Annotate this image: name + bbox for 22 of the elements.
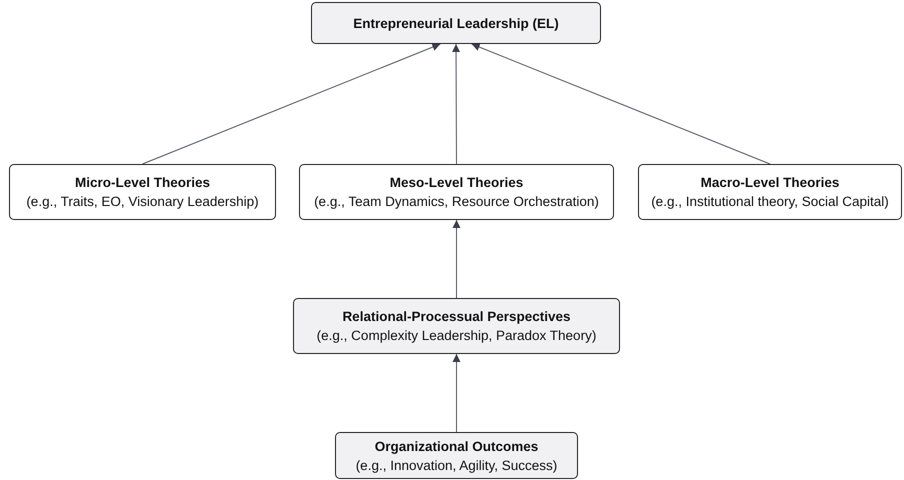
arrow <box>452 220 460 298</box>
box-examples: (e.g., Complexity Leadership, Paradox Theory) <box>316 327 596 345</box>
theory-box <box>299 164 614 220</box>
theory-box <box>311 2 601 44</box>
box-heading: Meso-Level Theories <box>390 174 524 192</box>
box-heading: Relational-Processual Perspectives <box>342 308 571 326</box>
box-examples: (e.g., Team Dynamics, Resource Orchestration) <box>314 193 599 211</box>
theory-box <box>638 164 902 220</box>
box-heading: Macro-Level Theories <box>700 174 840 192</box>
arrow <box>452 44 460 164</box>
arrow <box>142 43 441 164</box>
box-heading: Micro-Level Theories <box>74 174 210 192</box>
arrow <box>471 43 770 164</box>
box-heading: Entrepreneurial Leadership (EL) <box>353 14 559 32</box>
box-examples: (e.g., Institutional theory, Social Capital) <box>651 193 889 211</box>
theory-box <box>293 298 620 354</box>
arrow <box>452 354 460 432</box>
theory-box <box>335 432 578 479</box>
box-examples: (e.g., Traits, EO, Visionary Leadership) <box>26 193 259 211</box>
box-examples: (e.g., Innovation, Agility, Success) <box>356 456 558 474</box>
theory-box <box>9 164 276 220</box>
box-heading: Organizational Outcomes <box>374 438 538 456</box>
